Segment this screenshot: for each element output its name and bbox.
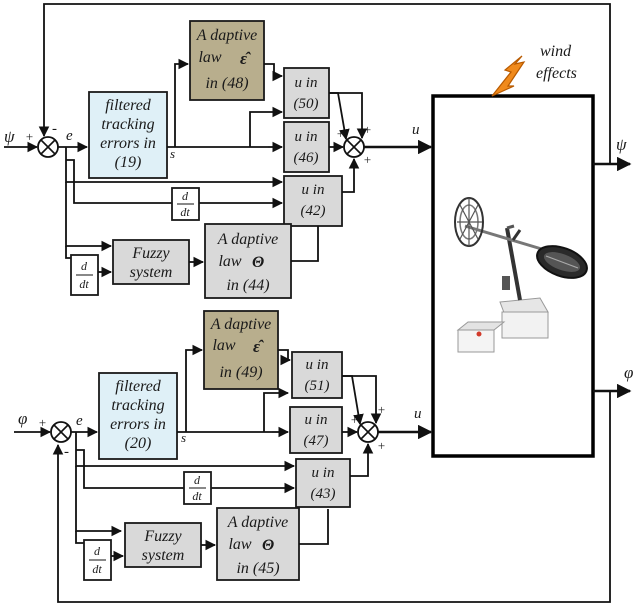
top-adaptive-eps-line3: in (48) xyxy=(205,75,248,92)
top-fuzzy-line1: Fuzzy xyxy=(131,245,170,262)
bottom-fuzzy-deriv-den: dt xyxy=(92,562,102,576)
bottom-sum-minus: - xyxy=(64,444,69,460)
bottom-adaptive-theta-symbol: Θ xyxy=(262,537,274,554)
top-deriv-den: dt xyxy=(180,205,190,219)
bottom-control-input-label: u xyxy=(414,406,422,422)
top-u50-line1: u in xyxy=(295,75,318,91)
bottom-adaptive-eps-line3: in (49) xyxy=(219,364,262,381)
bottom-sum2-sign2: + xyxy=(377,402,386,417)
bottom-adaptive-eps-line2: law xyxy=(212,337,235,354)
top-u46-line1: u in xyxy=(295,129,318,145)
top-u42-line2: (42) xyxy=(301,203,326,219)
bottom-u47-line2: (47) xyxy=(304,433,329,449)
disturbance-label-line2: effects xyxy=(536,65,577,82)
top-filtered-line3: errors in xyxy=(100,135,156,152)
bottom-sum2-sign3: + xyxy=(377,438,386,453)
bottom-u47-line1: u in xyxy=(305,412,328,428)
bottom-u51-line1: u in xyxy=(306,357,329,373)
bottom-adaptive-theta-line3: in (45) xyxy=(236,560,279,577)
bottom-adaptive-eps-line1: A daptive xyxy=(210,316,272,333)
top-filtered-line4: (19) xyxy=(115,154,142,171)
top-sum-plus: + xyxy=(25,129,34,144)
bottom-adaptive-theta-line2: law xyxy=(228,536,251,553)
top-adaptive-theta-line1: A daptive xyxy=(217,231,279,248)
top-fuzzy-line2: system xyxy=(130,264,173,281)
bottom-deriv-num: d xyxy=(194,473,201,487)
bottom-u43-line1: u in xyxy=(312,465,335,481)
output-phi-label: φ xyxy=(624,363,633,382)
bottom-filtered-line4: (20) xyxy=(125,435,152,452)
lightning-bolt-icon xyxy=(492,56,524,96)
top-adaptive-eps-line2: law xyxy=(198,49,221,66)
top-deriv-num: d xyxy=(182,189,189,203)
top-summing-junction xyxy=(38,137,58,157)
top-fuzzy-deriv-num: d xyxy=(81,259,88,273)
top-u46-line2: (46) xyxy=(294,150,319,166)
bottom-summing-junction xyxy=(51,422,71,442)
bottom-fuzzy-line2: system xyxy=(142,547,185,564)
bottom-fuzzy-line1: Fuzzy xyxy=(143,528,182,545)
bottom-fuzzy-deriv-num: d xyxy=(94,544,101,558)
top-reference-label: ψ xyxy=(4,127,15,146)
top-filtered-line1: filtered xyxy=(105,97,152,114)
top-error-label: e xyxy=(66,128,73,144)
top-sum-minus: - xyxy=(52,121,57,137)
bottom-adaptive-theta-line1: A daptive xyxy=(227,514,289,531)
top-sum2-sign1: + xyxy=(336,126,345,141)
top-filtered-line2: tracking xyxy=(101,116,154,133)
bottom-filtered-line2: tracking xyxy=(111,397,164,414)
top-u42-line1: u in xyxy=(302,182,325,198)
top-control-input-label: u xyxy=(412,122,420,138)
bottom-sum2-sign1: + xyxy=(350,412,359,427)
top-adaptive-theta-symbol: Θ xyxy=(252,254,264,271)
top-adaptive-theta-line2: law xyxy=(218,253,241,270)
disturbance-label-line1: wind xyxy=(540,43,572,60)
bottom-filtered-line1: filtered xyxy=(115,378,162,395)
top-sliding-label: s xyxy=(170,146,175,161)
top-fuzzy-deriv-den: dt xyxy=(79,277,89,291)
top-sum2-sign2: + xyxy=(363,122,372,137)
bottom-u43-line2: (43) xyxy=(311,486,336,502)
bottom-reference-label: φ xyxy=(18,409,27,428)
top-adaptive-eps-line1: A daptive xyxy=(196,27,258,44)
output-psi-label: ψ xyxy=(616,135,627,154)
bottom-sum-plus: + xyxy=(38,415,47,430)
bottom-deriv-den: dt xyxy=(192,489,202,503)
bottom-error-label: e xyxy=(76,413,83,429)
bottom-control-summing-junction xyxy=(358,422,378,442)
top-adaptive-theta-line3: in (44) xyxy=(226,277,269,294)
top-u50-line2: (50) xyxy=(294,96,319,112)
bottom-u51-line2: (51) xyxy=(305,378,330,394)
top-control-summing-junction xyxy=(344,137,364,157)
top-sum2-sign3: + xyxy=(363,152,372,167)
bottom-filtered-line3: errors in xyxy=(110,416,166,433)
